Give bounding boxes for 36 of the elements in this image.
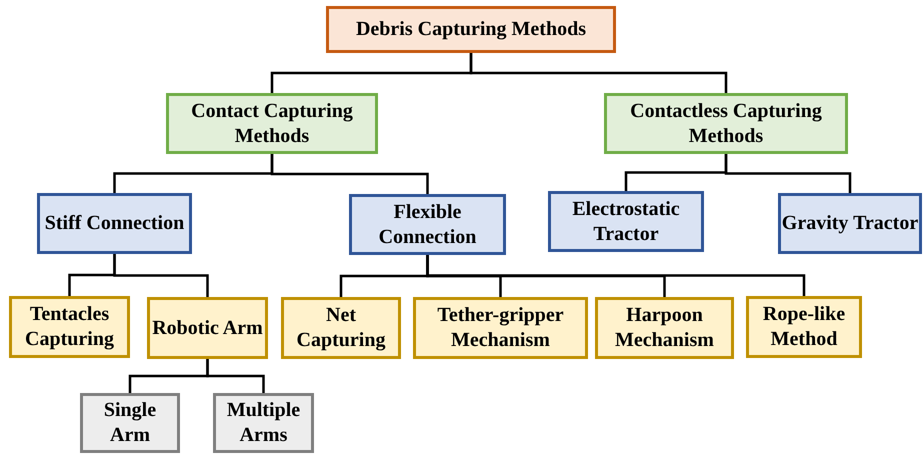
box-label: Contact Capturing Methods <box>190 98 354 148</box>
connector-line <box>206 359 265 393</box>
category-box <box>413 297 588 359</box>
category-box <box>595 297 734 359</box>
box-label: Single Arm <box>102 398 158 448</box>
box-label: Rope-like Method <box>762 302 846 352</box>
connector-line <box>270 154 429 194</box>
box-label: Net Capturing <box>296 303 386 353</box>
category-box <box>147 297 268 359</box>
category-box <box>166 93 378 154</box>
category-box <box>281 297 401 359</box>
category-box <box>604 93 848 154</box>
category-box <box>213 393 314 453</box>
category-box <box>548 191 704 252</box>
category-box <box>746 296 862 358</box>
category-box <box>326 6 616 53</box>
category-box <box>80 393 180 453</box>
box-label: Debris Capturing Methods <box>356 17 586 42</box>
category-box <box>9 296 130 358</box>
box-label: Tether-gripper Mechanism <box>436 303 565 353</box>
box-label: Gravity Tractor <box>782 211 918 236</box>
category-box <box>349 194 506 255</box>
box-label: Electrostatic Tractor <box>571 196 681 246</box>
box-label: Multiple Arms <box>226 398 302 448</box>
box-label: Harpoon Mechanism <box>614 303 715 353</box>
box-label: Tentacles Capturing <box>24 302 115 352</box>
connector-line <box>724 154 852 193</box>
box-label: Robotic Arm <box>152 316 263 340</box>
connector-line <box>113 254 209 297</box>
category-box <box>37 193 192 254</box>
box-label: Flexible Connection <box>378 200 478 250</box>
box-label: Contactless Capturing Methods <box>629 98 823 148</box>
connector-line <box>470 53 728 93</box>
connector-line <box>426 255 806 296</box>
category-box <box>778 193 922 254</box>
box-label: Stiff Connection <box>44 211 184 236</box>
